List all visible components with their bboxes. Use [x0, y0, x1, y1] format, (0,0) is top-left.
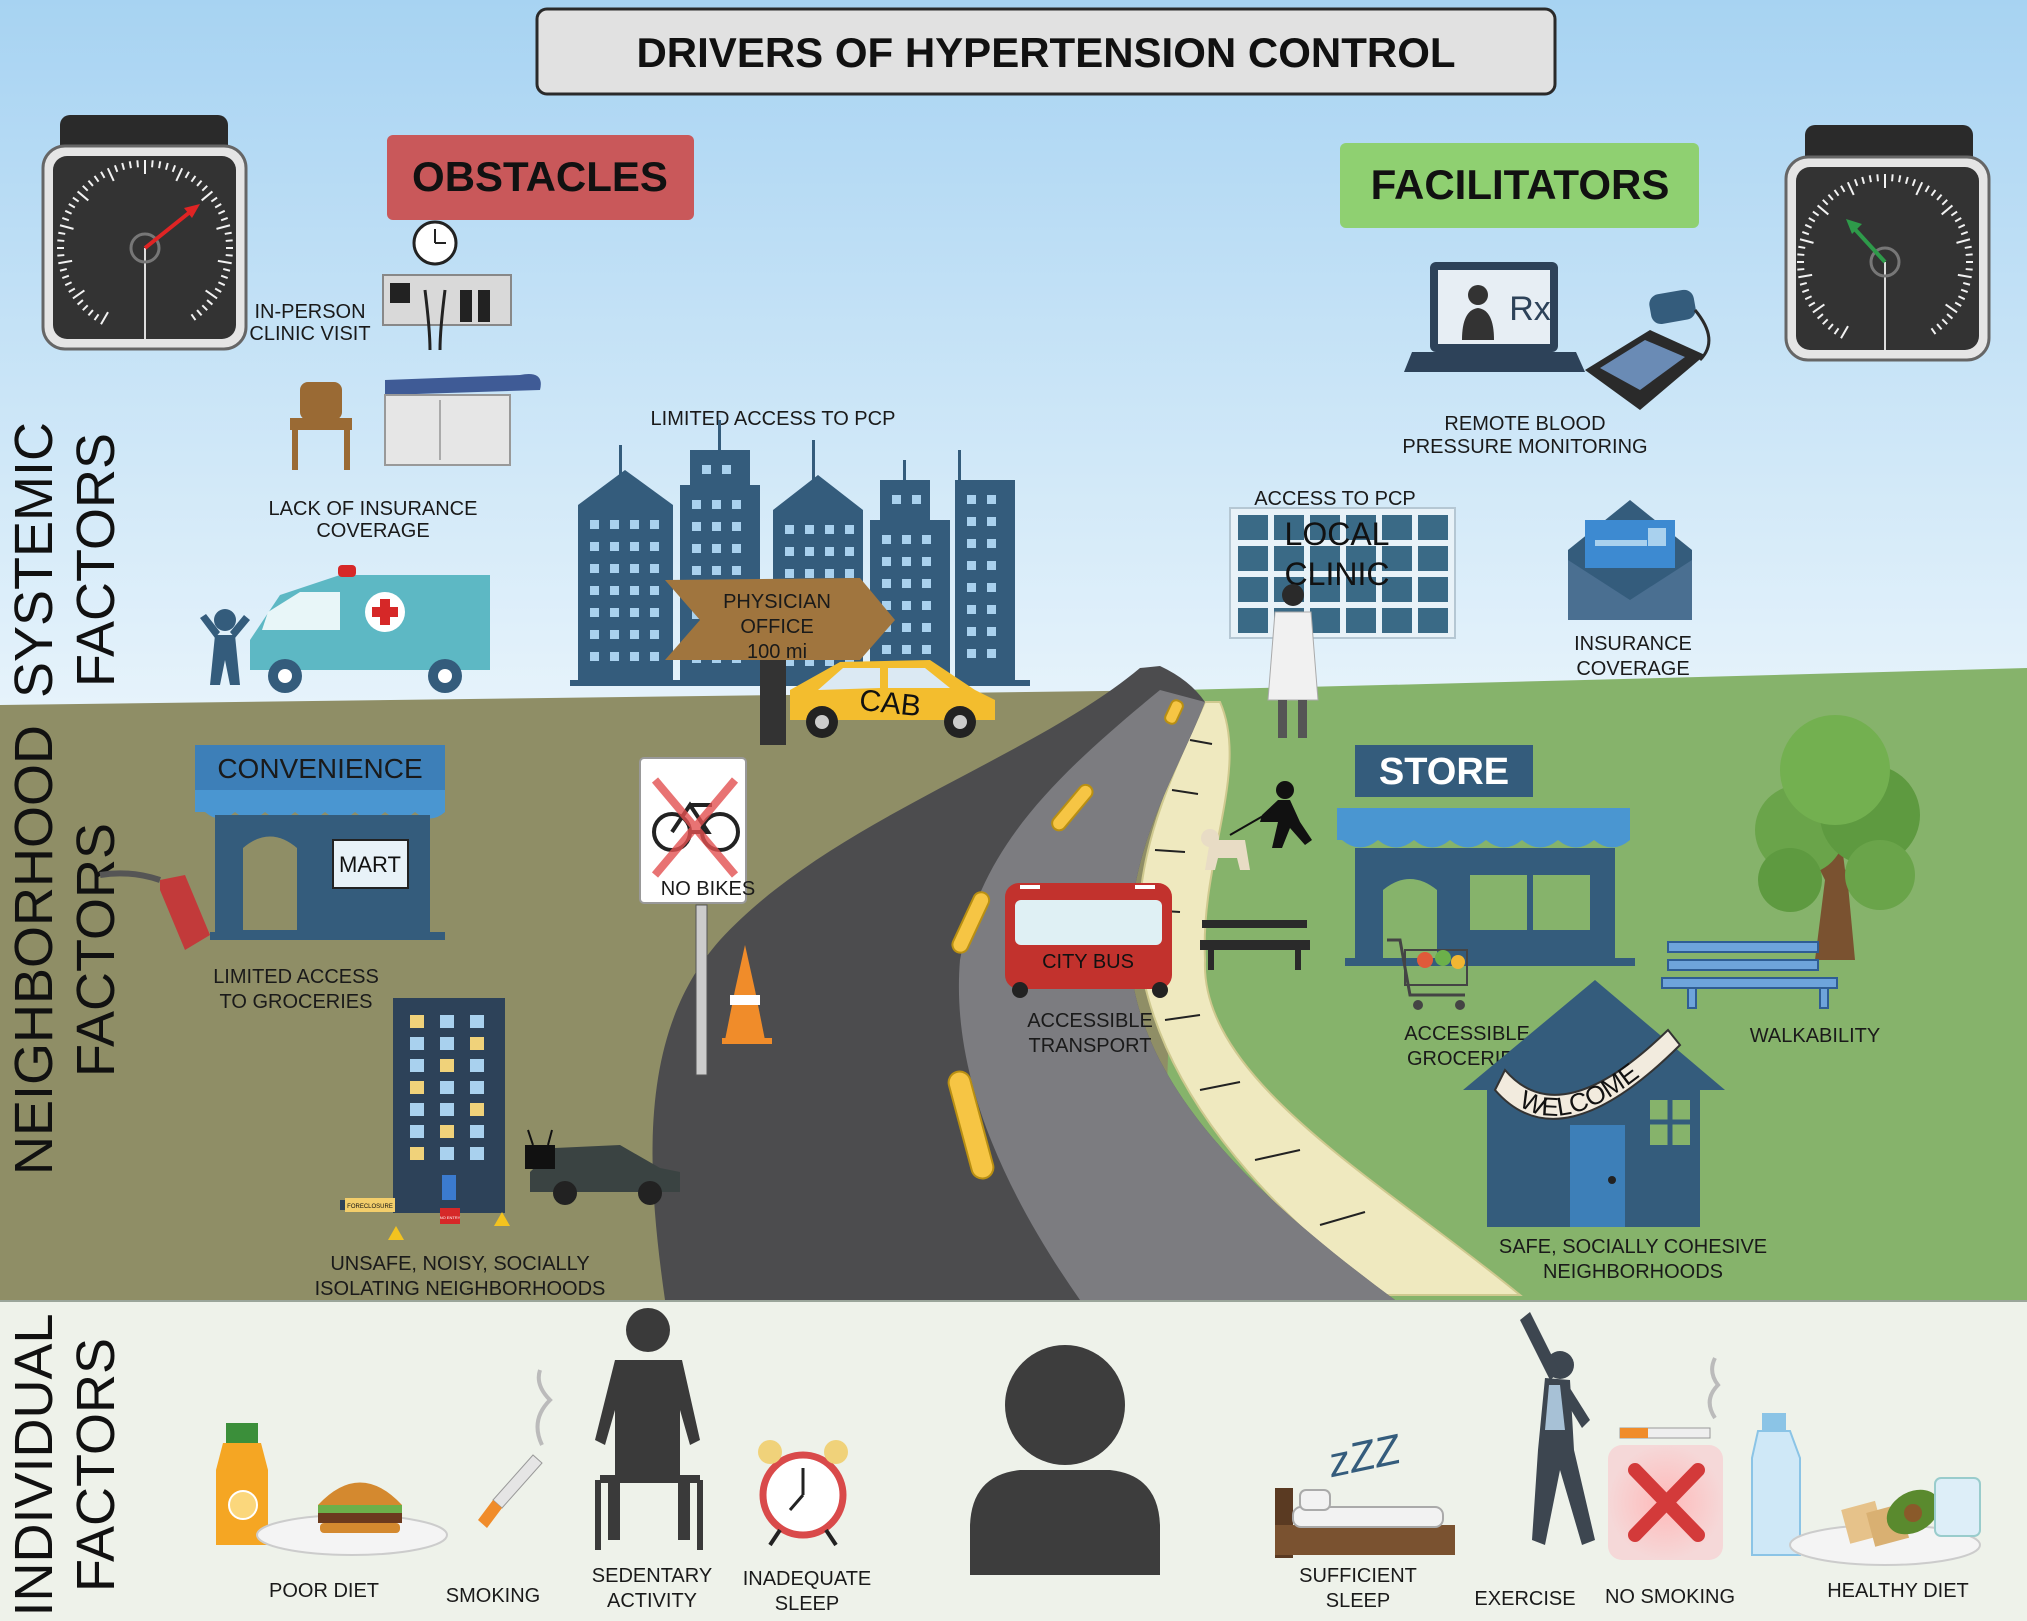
limited-pcp-label: LIMITED ACCESS TO PCP [651, 408, 896, 430]
stranded-person-icon [200, 609, 250, 685]
clock-icon [412, 220, 458, 266]
clinic-equipment-icon [382, 274, 512, 351]
walkability-label: WALKABILITY [1750, 1025, 1880, 1047]
svg-text:CONVENIENCE: CONVENIENCE [217, 753, 422, 784]
exercise-label: EXERCISE [1474, 1588, 1575, 1610]
high-pressure-gauge-icon [41, 115, 248, 351]
bench-icon [1200, 920, 1310, 970]
facilitators-header: FACILITATORS [1371, 161, 1670, 208]
car-icon [525, 1129, 680, 1205]
ambulance-icon [250, 565, 490, 693]
laptop-telehealth-icon: Rx [1404, 262, 1585, 372]
no-smoking-label: NO SMOKING [1605, 1586, 1735, 1608]
cigarette-icon [478, 1369, 553, 1528]
side-label-individual: INDIVIDUALFACTORS [4, 1313, 126, 1616]
obstacles-header-bg [387, 135, 694, 220]
facilitators-header-bg [1340, 143, 1699, 228]
access-pcp-label: ACCESS TO PCP [1254, 488, 1416, 510]
smoking-label: SMOKING [446, 1585, 540, 1607]
svg-text:FORECLOSURE: FORECLOSURE [347, 1204, 393, 1210]
convenience-store-icon: CONVENIENCE MART [195, 745, 445, 940]
road-lane-light [958, 690, 1395, 1300]
no-bikes-sign: NO BIKES [639, 757, 755, 1076]
insurance-envelope-icon [1568, 500, 1692, 620]
stretching-person-icon [1520, 1312, 1595, 1545]
no-smoking-icon [1608, 1357, 1723, 1560]
bp-monitor-icon [1585, 289, 1711, 410]
juice-bottle-icon [216, 1423, 268, 1545]
side-label-systemic: SYSTEMICFACTORS [4, 422, 126, 698]
gas-can-icon [99, 870, 210, 950]
taxi-cab-icon: CAB [790, 660, 995, 738]
healthy-diet-label: HEALTHY DIET [1827, 1580, 1969, 1602]
city-bus-icon: CITY BUS [1005, 883, 1172, 998]
burger-plate-icon [256, 1482, 448, 1556]
svg-text:MART: MART [339, 852, 401, 877]
svg-text:STORE: STORE [1379, 751, 1509, 793]
title-box: DRIVERS OF HYPERTENSION CONTROL [535, 7, 1557, 96]
svg-text:Rx: Rx [1509, 290, 1551, 328]
healthy-plate-icon [1789, 1477, 1981, 1566]
sitting-person-icon [595, 1308, 703, 1550]
runner-with-dog-icon [1201, 781, 1312, 870]
park-bench-icon [1661, 941, 1838, 1009]
diagram-title: DRIVERS OF HYPERTENSION CONTROL [636, 29, 1455, 76]
tree-icon [1755, 715, 1920, 960]
grocery-cart-icon [1387, 938, 1468, 1010]
svg-text:CAB: CAB [858, 684, 923, 723]
exam-table-icon [384, 374, 541, 466]
svg-text:NO ENTRY: NO ENTRY [440, 1215, 461, 1220]
normal-pressure-gauge-icon [1784, 125, 1991, 362]
welcome-house-icon: WELCOME [1463, 980, 1725, 1227]
apartment-building-icon: FORECLOSURE NO ENTRY [340, 998, 510, 1240]
chair-icon [290, 382, 352, 470]
alarm-clock-icon [758, 1440, 848, 1547]
svg-text:NO BIKES: NO BIKES [661, 878, 755, 900]
poor-diet-label: POOR DIET [269, 1580, 379, 1602]
road-dashes [947, 699, 1184, 1180]
doctor-icon [1267, 584, 1319, 738]
svg-text:CITY BUS: CITY BUS [1042, 951, 1134, 973]
person-avatar-icon [970, 1345, 1160, 1575]
traffic-cone-icon [722, 945, 772, 1044]
obstacles-header: OBSTACLES [412, 153, 668, 200]
side-label-neighborhood: NEIGHBORHOODFACTORS [4, 725, 126, 1175]
